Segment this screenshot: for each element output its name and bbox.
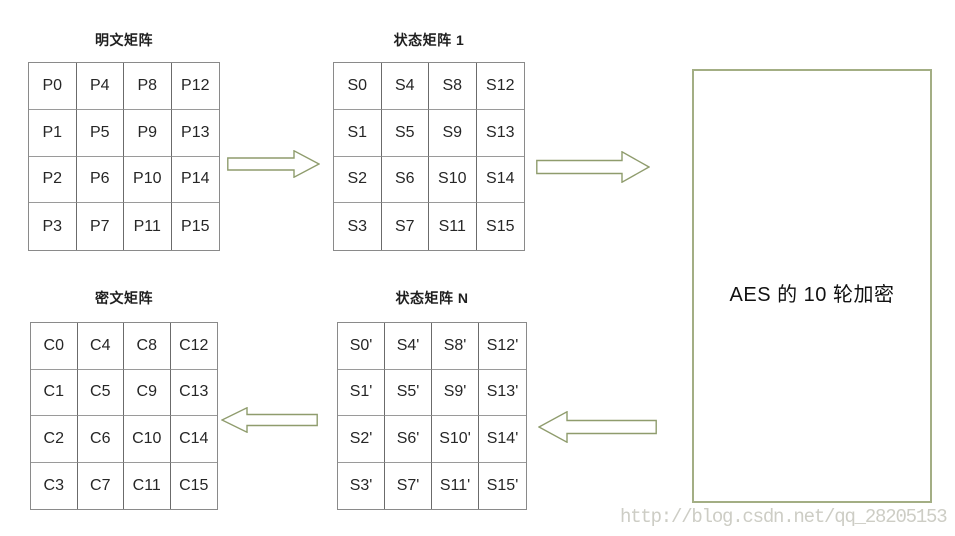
matrix-cell: C9 [124, 369, 171, 416]
aes-rounds-label: AES 的 10 轮加密 [729, 284, 895, 306]
matrix-cell: S3 [334, 203, 382, 250]
matrix-cell: C11 [124, 462, 171, 509]
matrix-cell: C7 [78, 462, 124, 509]
matrix-cell: S13' [479, 370, 526, 416]
matrix-cell: C0 [31, 323, 78, 370]
arrow-aes-to-stateN [538, 411, 657, 443]
matrix-cell: S10' [432, 416, 479, 463]
matrix-cell: S3' [338, 462, 385, 509]
aes-rounds-box: AES 的 10 轮加密 [692, 69, 932, 503]
matrix-cell: P3 [29, 203, 77, 250]
matrix-cell: S2' [338, 416, 385, 463]
matrix-cell: S1 [334, 109, 382, 157]
matrix-cell: C4 [77, 323, 124, 370]
matrix-cell: S13 [476, 110, 524, 157]
right-arrow-icon [227, 150, 320, 178]
matrix-stateN: S0'S4'S8'S12' S1'S5'S9'S13' S2'S6'S10'S14'… [337, 322, 527, 510]
csdn-watermark: http://blog.csdn.net/qq_28205153 [620, 506, 948, 528]
matrix-cell: S14' [479, 416, 526, 463]
matrix-cell: C6 [77, 416, 124, 463]
matrix-cell: S4' [385, 323, 432, 370]
matrix-cell: S10 [429, 156, 477, 204]
matrix-cell: P0 [29, 63, 77, 110]
matrix-cell: S15 [486, 217, 515, 235]
matrix-cell: S12 [476, 63, 524, 110]
right-arrow-icon [536, 151, 650, 183]
matrix-cell: S4 [381, 63, 429, 110]
left-arrow-icon [221, 407, 318, 433]
matrix-cell: P5 [76, 109, 124, 157]
matrix-cell: C14 [170, 416, 217, 463]
matrix-cell: C12 [170, 323, 217, 370]
matrix-cell: C1 [31, 369, 78, 416]
matrix-cell: P12 [171, 63, 219, 110]
matrix-title-state1: 状态矩阵 1 [393, 32, 465, 48]
matrix-cell: P4 [76, 63, 124, 110]
matrix-cell: S1' [338, 369, 385, 416]
matrix-cell: S15' [486, 476, 519, 494]
matrix-cell: P8 [124, 63, 172, 110]
matrix-title-stateN: 状态矩阵 N [395, 290, 469, 306]
matrix-cell: C5 [77, 369, 124, 416]
matrix-cell: S11 [429, 203, 477, 250]
matrix-cell: P6 [76, 156, 124, 204]
matrix-cell: S9' [432, 369, 479, 416]
matrix-cell: C2 [31, 416, 78, 463]
matrix-cell: S8 [429, 63, 477, 110]
matrix-cell: C10 [124, 416, 171, 463]
matrix-cell: P9 [124, 109, 172, 157]
arrow-state1-to-aes [536, 151, 650, 183]
matrix-cell: S11' [432, 462, 479, 509]
matrix-cell: S7' [385, 462, 432, 509]
matrix-cell: S0 [334, 63, 382, 110]
matrix-cell: S6 [381, 156, 429, 204]
matrix-cell: S2 [334, 156, 382, 204]
matrix-cell: S12' [479, 323, 526, 370]
left-arrow-icon [538, 411, 657, 443]
arrow-stateN-to-ciphertext [221, 407, 318, 433]
matrix-cell: S0' [338, 323, 385, 370]
matrix-cell: P7 [77, 203, 124, 250]
matrix-title-plaintext: 明文矩阵 [95, 32, 153, 48]
matrix-cell: P10 [124, 156, 172, 204]
matrix-cell: S7 [382, 203, 429, 250]
matrix-cell: P2 [29, 156, 77, 204]
matrix-cell: S6' [385, 416, 432, 463]
matrix-cell: C15 [179, 476, 209, 494]
matrix-cell: C13 [170, 370, 217, 416]
matrix-cell: P1 [29, 109, 77, 157]
matrix-cell: P11 [124, 203, 172, 250]
matrix-cell: P13 [171, 110, 219, 157]
matrix-cell: P14 [171, 157, 219, 204]
matrix-cell: S9 [429, 109, 477, 157]
matrix-title-ciphertext: 密文矩阵 [95, 290, 153, 306]
matrix-cell: S5 [381, 109, 429, 157]
matrix-cell: P15 [181, 217, 210, 235]
matrix-cell: C8 [124, 323, 171, 370]
matrix-cell: S8' [432, 323, 479, 370]
matrix-cell: C3 [31, 462, 78, 509]
matrix-cell: S5' [385, 369, 432, 416]
matrix-cell: S14 [476, 157, 524, 204]
arrow-plaintext-to-state1 [227, 150, 320, 178]
